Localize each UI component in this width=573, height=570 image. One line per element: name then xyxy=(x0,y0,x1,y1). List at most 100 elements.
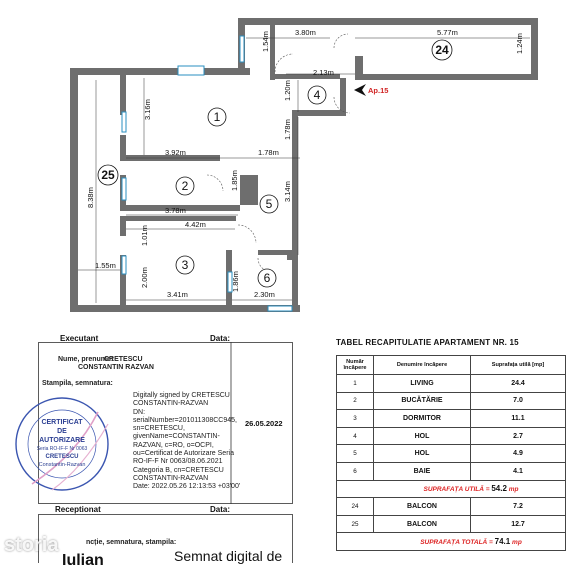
storia-watermark: storia xyxy=(4,534,59,556)
col-header-area: Suprafața utilă [mp] xyxy=(470,355,566,375)
recap-table: Număr încăpere Denumire încăpere Suprafa… xyxy=(336,355,566,551)
dim-1.78m: 1.78m xyxy=(258,148,279,157)
total-area-value: 74.1 xyxy=(494,537,511,547)
authorization-seal: CERTIFICAT DE AUTORIZARE Seria RO-IF-F N… xyxy=(15,397,109,491)
dim-5.77m: 5.77m xyxy=(437,28,458,37)
row-name: BALCON xyxy=(373,497,471,516)
room-5-label: 5 xyxy=(266,197,273,211)
dim-3.92m: 3.92m xyxy=(165,148,186,157)
digital-signature-text: Digitally signed by CRETESCU CONSTANTIN-… xyxy=(133,392,241,491)
seal-line3: AUTORIZARE xyxy=(39,437,85,444)
floor-plan: 3.80m 5.77m 1.54m 1.24m 2.13m 1.20m 3.16… xyxy=(70,18,538,312)
row-name: BALCON xyxy=(373,514,471,534)
doors xyxy=(206,33,351,273)
room-25-label: 25 xyxy=(101,168,115,182)
dim-3.41m: 3.41m xyxy=(167,290,188,299)
executant-date-label: Data: xyxy=(210,334,231,343)
col-header-name: Denumire încăpere xyxy=(373,355,471,375)
executant-title: Executant xyxy=(60,334,99,343)
dimension-lines xyxy=(78,37,530,303)
dim-4.42m: 4.42m xyxy=(185,220,206,229)
table-row: 3 DORMITOR 11.1 xyxy=(336,409,566,428)
dim-1.55m: 1.55m xyxy=(95,261,116,270)
table-row: 24 BALCON 7.2 xyxy=(336,497,566,516)
receptionat-date-label: Data: xyxy=(210,505,231,514)
row-number: 4 xyxy=(336,426,374,446)
room-1-label: 1 xyxy=(214,110,221,124)
dim-3.16m: 3.16m xyxy=(143,99,152,120)
room-2-label: 2 xyxy=(182,179,189,193)
useful-area-unit: mp xyxy=(508,486,519,494)
total-area-label: SUPRAFAȚA TOTALĂ = xyxy=(420,539,493,547)
name-value: CRETESCU xyxy=(104,356,143,363)
dim-1.01m: 1.01m xyxy=(140,225,149,246)
col-header-number: Număr încăpere xyxy=(336,355,374,375)
apartment-entry-marker: Ap.15 xyxy=(354,84,388,96)
executant-box xyxy=(38,342,293,504)
room-6-label: 6 xyxy=(264,271,271,285)
seal-line6: Constantin-Razvan xyxy=(39,462,86,468)
name-value-2: CONSTANTIN RAZVAN xyxy=(78,364,154,371)
row-name: HOL xyxy=(373,426,471,446)
seal-line2: DE xyxy=(57,428,67,435)
table-row: 25 BALCON 12.7 xyxy=(336,514,566,534)
executant-date-value: 26.05.2022 xyxy=(245,419,283,428)
row-name: BAIE xyxy=(373,461,471,481)
receptionat-name-partial: Iulian xyxy=(62,552,104,569)
row-number: 1 xyxy=(336,374,374,393)
windows xyxy=(121,35,293,312)
row-area: 7.0 xyxy=(470,391,566,411)
row-area: 12.7 xyxy=(470,514,566,534)
dim-1.86m: 1.86m xyxy=(231,271,240,292)
row-area: 11.1 xyxy=(470,409,566,428)
apartment-label: Ap.15 xyxy=(368,86,388,95)
row-area: 2.7 xyxy=(470,426,566,446)
row-name: HOL xyxy=(373,444,471,463)
receptionat-title: Receptionat xyxy=(55,505,101,514)
row-name: DORMITOR xyxy=(373,409,471,428)
dim-3.14m: 3.14m xyxy=(283,181,292,202)
seal-line1: CERTIFICAT xyxy=(41,419,83,426)
dim-1.20m: 1.20m xyxy=(283,80,292,101)
total-area-row: SUPRAFAȚA TOTALĂ = 74.1 mp xyxy=(336,532,566,551)
seal-line5: CRETESCU xyxy=(45,454,78,460)
row-area: 4.1 xyxy=(470,461,566,481)
useful-area-value: 54.2 xyxy=(491,484,507,494)
row-number: 3 xyxy=(336,409,374,428)
row-number: 24 xyxy=(336,497,374,516)
dim-2.13m: 2.13m xyxy=(313,68,334,77)
room-24-label: 24 xyxy=(435,43,449,57)
dim-1.24m: 1.24m xyxy=(515,33,524,54)
dim-8.38m: 8.38m xyxy=(86,187,95,208)
dim-2.30m: 2.30m xyxy=(254,290,275,299)
total-area-unit: mp xyxy=(512,539,522,547)
row-number: 6 xyxy=(336,461,374,481)
table-row: 2 BUCĂTĂRIE 7.0 xyxy=(336,391,566,411)
recap-header-row: Număr încăpere Denumire încăpere Suprafa… xyxy=(336,355,566,375)
receptionat-box xyxy=(38,514,293,563)
seal-line4: Seria RO-IF-F Nr 0063 xyxy=(37,446,88,452)
dim-2.00m: 2.00m xyxy=(140,267,149,288)
useful-area-label: SUPRAFAȚA UTILĂ = xyxy=(423,486,490,494)
row-number: 5 xyxy=(336,444,374,463)
dimension-labels: 3.80m 5.77m 1.54m 1.24m 2.13m 1.20m 3.16… xyxy=(86,28,524,299)
room-3-label: 3 xyxy=(182,258,189,272)
dim-1.54m: 1.54m xyxy=(261,31,270,52)
dim-3.80m: 3.80m xyxy=(295,28,316,37)
row-area: 24.4 xyxy=(470,374,566,393)
row-number: 25 xyxy=(336,514,374,534)
table-row: 4 HOL 2.7 xyxy=(336,426,566,446)
table-row: 6 BAIE 4.1 xyxy=(336,461,566,481)
row-name: LIVING xyxy=(373,374,471,393)
table-row: 5 HOL 4.9 xyxy=(336,444,566,463)
room-4-label: 4 xyxy=(314,88,321,102)
entry-arrow-icon xyxy=(354,84,366,96)
row-number: 2 xyxy=(336,391,374,411)
dim-3.78m: 3.78m xyxy=(165,206,186,215)
useful-area-row: SUPRAFAȚA UTILĂ = 54.2 mp xyxy=(336,479,566,499)
receptionat-digital-signed: Semnat digital de xyxy=(174,548,283,564)
row-area: 7.2 xyxy=(470,497,566,516)
dim-1.85m: 1.85m xyxy=(230,170,239,191)
recap-title: TABEL RECAPITULATIE APARTAMENT NR. 15 xyxy=(336,338,519,347)
receptionat-stamp-label: ncție, semnatura, stampila: xyxy=(86,539,177,546)
